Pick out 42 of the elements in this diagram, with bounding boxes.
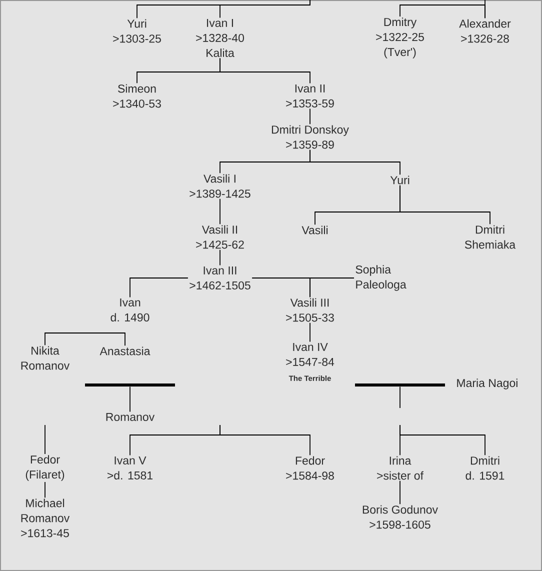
person-name: Anastasia [100,346,150,356]
family-line [220,424,310,456]
person-name: Boris Godunov >1598-1605 [362,505,438,529]
person-name: Ivan I >1328-40 Kalita [196,19,244,57]
person-name: Irina >sister of [377,456,424,480]
family-line [44,482,46,498]
person-name: Michael Romanov >1613-45 [21,498,70,538]
family-line [400,424,486,456]
person-name: Alexander >1326-28 [459,19,511,43]
person-name: Ivan V >d. 1581 [108,456,152,480]
family-line [220,58,310,84]
person-name: Dmitry >1322-25 (Tver') [376,18,424,58]
person-name: Ivan d. 1490 [110,298,150,322]
family-line [130,278,188,298]
person-name: Ivan III >1462-1505 [190,266,250,290]
person-name: Dmitri Donskoy >1359-89 [272,125,349,149]
family-line [310,149,400,176]
marriage-bar [85,384,175,386]
family-line [44,332,126,346]
person-name: Romanov [106,413,155,421]
person-name: Dmitri Shemiaka [464,225,516,249]
person-name: Vasili III >1505-33 [286,298,334,322]
family-line [44,424,46,454]
family-line [220,0,310,18]
family-line [400,4,486,19]
person-name: Fedor >1584-98 [286,456,334,480]
marriage-bar [355,384,445,386]
person-name: Dmitri d. 1591 [466,456,504,480]
person-name: Yuri [390,176,410,184]
person-name: Vasili I >1389-1425 [190,174,250,198]
person-name: Fedor (Filaret) [26,455,64,481]
family-line [484,0,486,19]
person-name: Maria Nagoi [457,378,518,390]
person-name: Simeon >1340-53 [113,84,161,108]
family-line [310,278,354,298]
family-line [400,184,490,225]
person-name: Ivan II >1353-59 [286,84,334,108]
person-name: Nikita Romanov [21,346,70,370]
person-name: Yuri >1303-25 [113,19,161,43]
person-name: Vasili II >1425-62 [196,225,244,249]
person-name: Sophia Paleologa [356,265,406,291]
person-name: Vasili [302,226,328,234]
